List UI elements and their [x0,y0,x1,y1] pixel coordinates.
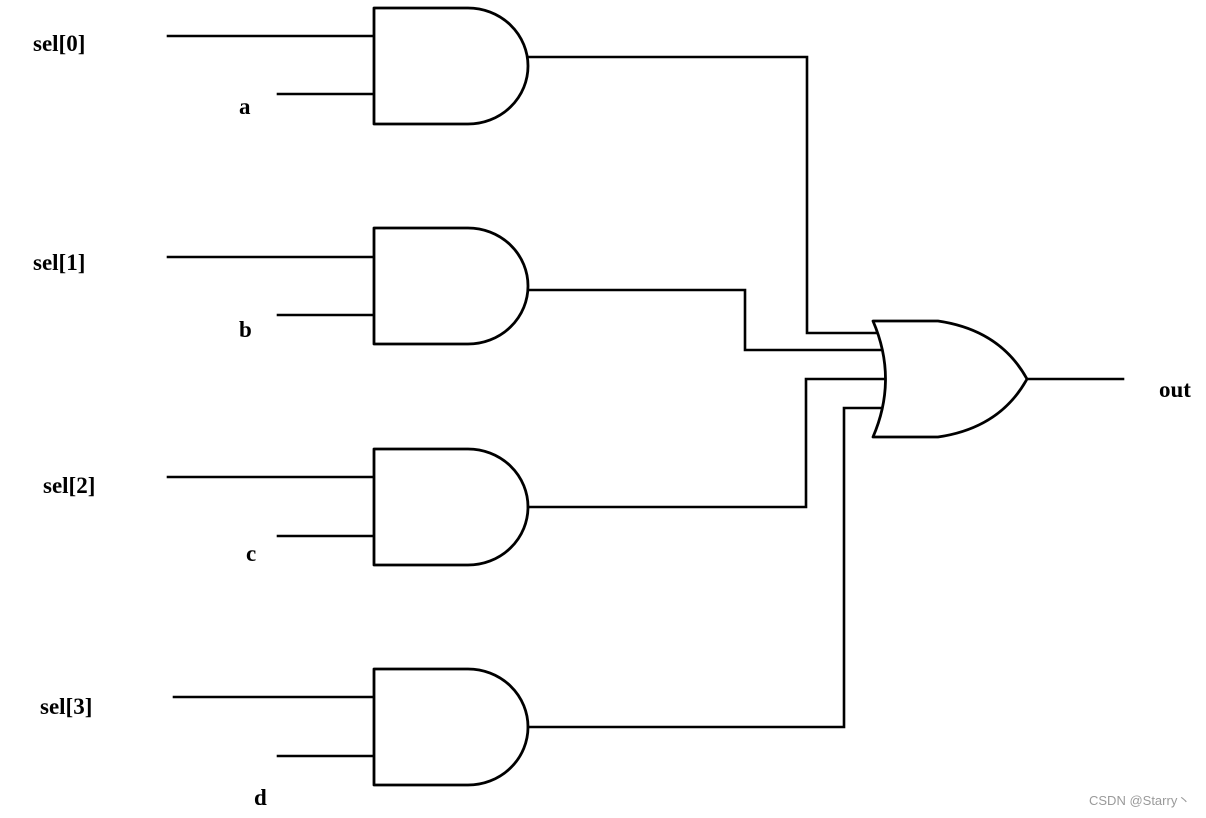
label-sel0: sel[0] [33,31,86,56]
wire-and0-to-or [526,55,884,335]
and-gate-1 [372,226,530,346]
label-sel1: sel[1] [33,250,86,275]
or-gate [871,319,1029,439]
label-b: b [239,317,252,342]
label-c: c [246,541,257,566]
watermark: CSDN @Starry丶 [1089,793,1191,808]
label-d: d [254,785,267,810]
wire-and2-to-or [526,377,888,509]
label-a: a [239,94,251,119]
label-sel3: sel[3] [40,694,93,719]
label-sel2: sel[2] [43,473,96,498]
input-wires [166,34,376,758]
label-out: out [1159,377,1191,402]
and-gate-0 [372,6,530,126]
wire-and1-to-or [526,288,886,352]
connection-wires [526,55,1125,729]
and-gate-2 [372,447,530,567]
and-gates [372,6,530,787]
wire-and3-to-or [526,406,886,729]
and-gate-3 [372,667,530,787]
